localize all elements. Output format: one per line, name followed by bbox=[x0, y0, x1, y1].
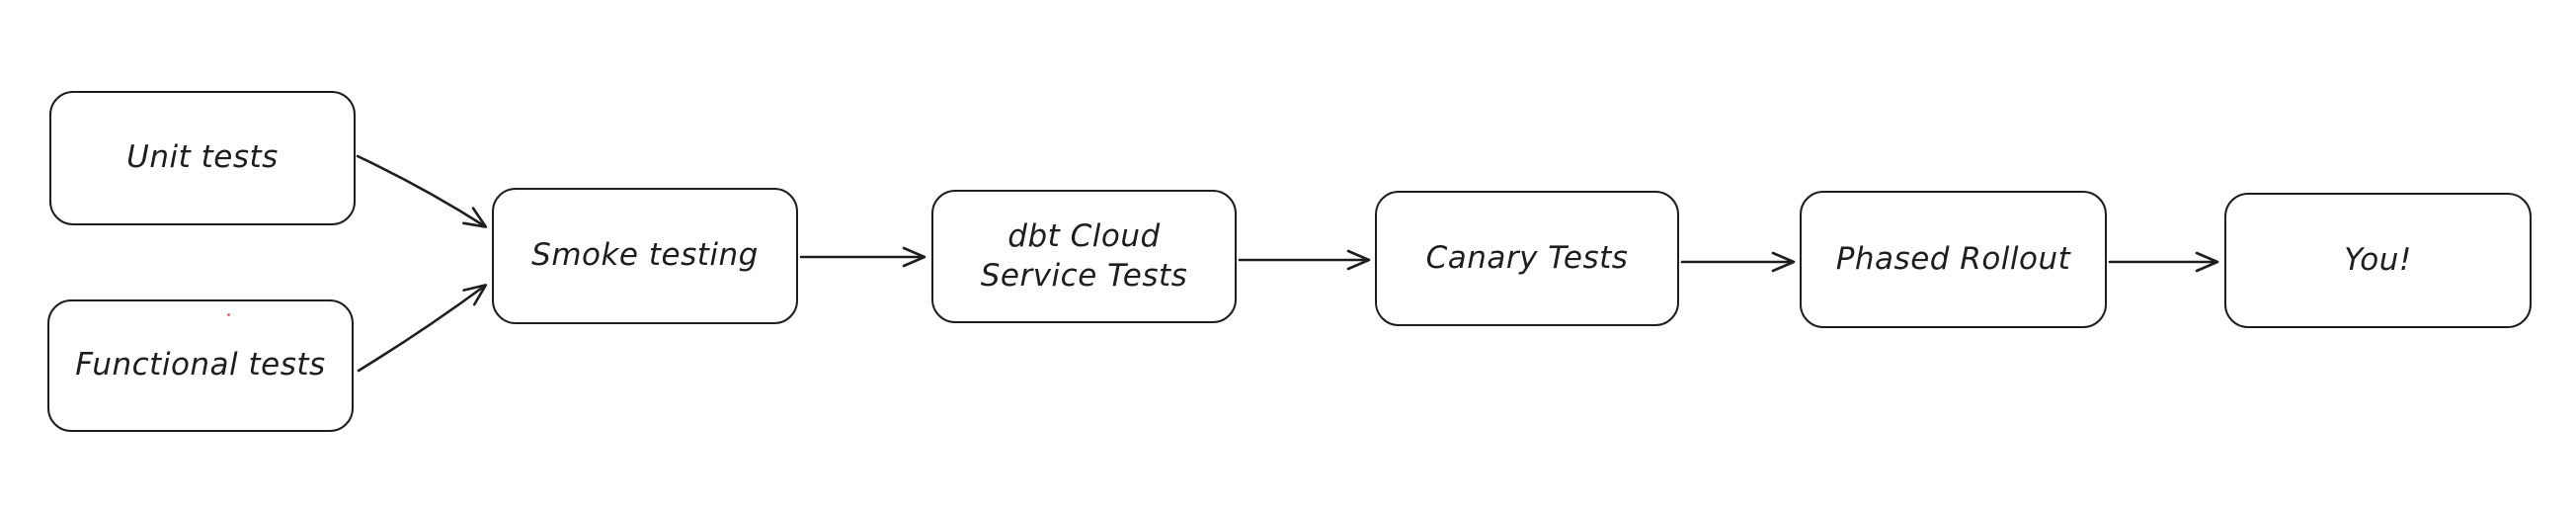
node-dbt-cloud-service-tests: dbt Cloud Service Tests bbox=[931, 190, 1237, 323]
node-functional-tests-label: Functional tests bbox=[75, 347, 326, 383]
node-phased-rollout: Phased Rollout bbox=[1800, 191, 2107, 328]
node-functional-tests: Functional tests bbox=[47, 299, 354, 432]
node-dbt-cloud-service-tests-label: dbt Cloud Service Tests bbox=[980, 217, 1188, 294]
node-smoke-testing-label: Smoke testing bbox=[531, 237, 759, 274]
node-smoke-testing: Smoke testing bbox=[492, 188, 798, 324]
red-speck-artifact bbox=[227, 313, 230, 316]
edge-functional-tests-to-smoke-testing bbox=[357, 284, 488, 373]
node-unit-tests-label: Unit tests bbox=[126, 139, 279, 176]
node-canary-tests-label: Canary Tests bbox=[1425, 239, 1629, 276]
edge-unit-tests-to-smoke-testing bbox=[356, 154, 488, 228]
node-you: You! bbox=[2224, 193, 2532, 328]
node-canary-tests: Canary Tests bbox=[1375, 191, 1679, 326]
node-phased-rollout-label: Phased Rollout bbox=[1835, 240, 2071, 277]
node-you-label: You! bbox=[2344, 241, 2412, 278]
node-unit-tests: Unit tests bbox=[49, 91, 356, 225]
